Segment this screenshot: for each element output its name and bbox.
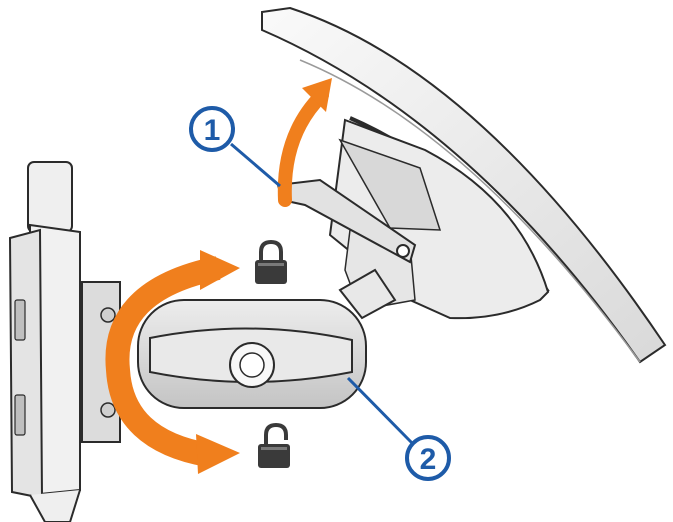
arrow-rotate-icon: [200, 250, 240, 290]
callout-1-label: 1: [204, 114, 221, 147]
lock-open-icon: [258, 422, 290, 468]
arrow-lift-icon: [302, 78, 332, 112]
arrow-rotate-icon: [196, 434, 240, 474]
locking-knob: [137, 299, 367, 409]
callout-2-leader: [346, 376, 415, 446]
callout-1-leader: [230, 142, 281, 188]
callout-2-label: 2: [420, 443, 437, 476]
callout-2: 2: [346, 376, 451, 481]
rotate-arrow-shaft: [105, 256, 221, 467]
lock-closed-icon: [255, 239, 287, 284]
mount-neck: [338, 268, 397, 320]
handlebar-bracket: [8, 161, 121, 522]
lift-arrow-shaft: [277, 88, 329, 207]
callout-1: 1: [189, 106, 281, 188]
